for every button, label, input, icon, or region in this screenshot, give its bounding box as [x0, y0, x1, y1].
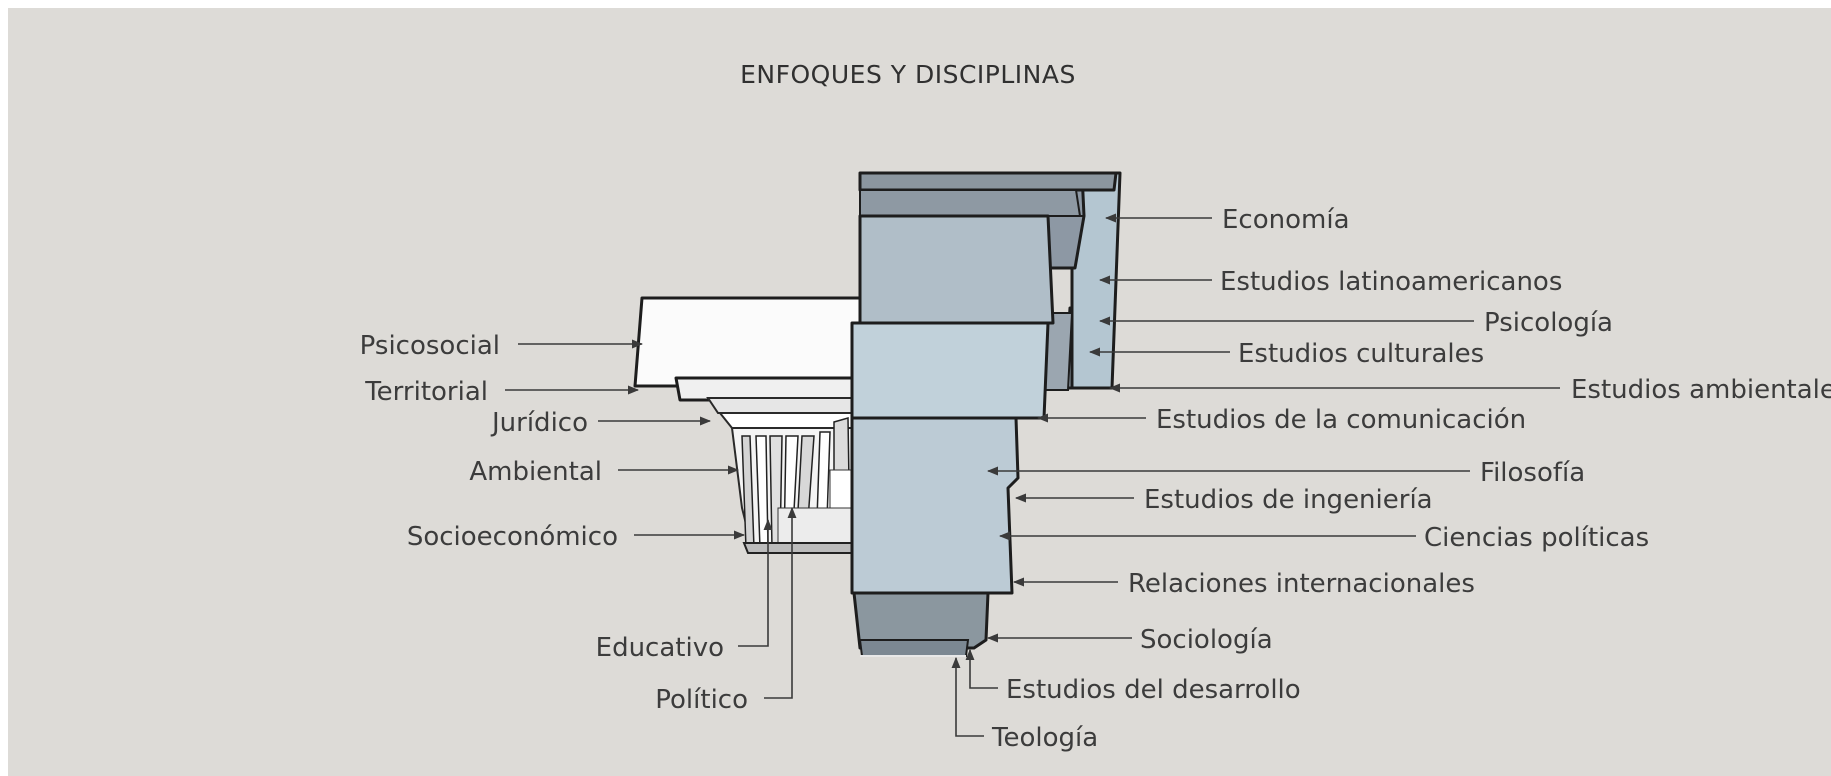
- label-estudios-ingenieria: Estudios de ingeniería: [1144, 485, 1433, 515]
- label-estudios-ambientales: Estudios ambientales: [1571, 375, 1831, 405]
- juridico-slab: [706, 397, 861, 414]
- socioeconomico-slab: [742, 542, 861, 554]
- label-territorial: Territorial: [364, 377, 488, 407]
- label-filosofia: Filosofía: [1480, 458, 1585, 488]
- territorial-slab: [674, 376, 862, 402]
- economia-top-slab: [859, 189, 1084, 217]
- label-psicologia: Psicología: [1484, 308, 1613, 338]
- label-ambiental: Ambiental: [469, 457, 602, 487]
- estudios-desarrollo-slab: [858, 639, 970, 657]
- label-estudios-culturales: Estudios culturales: [1238, 339, 1484, 369]
- label-educativo: Educativo: [596, 633, 724, 663]
- label-estudios-latinoamericanos: Estudios latinoamericanos: [1220, 267, 1562, 297]
- label-socioeconomico: Socioeconómico: [407, 522, 618, 552]
- label-estudios-comunicacion: Estudios de la comunicación: [1156, 405, 1526, 435]
- label-economia: Economía: [1222, 205, 1350, 235]
- economia-slab: [858, 171, 1118, 192]
- diagram-title: ENFOQUES Y DISCIPLINAS: [740, 60, 1076, 89]
- label-relaciones-internacionales: Relaciones internacionales: [1128, 569, 1475, 599]
- label-juridico: Jurídico: [490, 408, 588, 438]
- approaches-block: [633, 296, 862, 554]
- disciplines-diagram: ENFOQUES Y DISCIPLINAS: [360, 60, 1831, 753]
- disciplines-block: [850, 171, 1122, 657]
- main-body-lower: [850, 416, 1020, 595]
- label-ciencias-politicas: Ciencias políticas: [1424, 523, 1649, 553]
- label-psicosocial: Psicosocial: [360, 331, 500, 361]
- label-politico: Político: [655, 685, 748, 715]
- label-sociologia: Sociología: [1140, 625, 1273, 655]
- label-estudios-desarrollo: Estudios del desarrollo: [1006, 675, 1301, 705]
- disciplinas-leaders: [951, 213, 1560, 737]
- enfoques-leaders: [505, 339, 797, 699]
- main-body-mid: [850, 321, 1050, 420]
- diagram-canvas: ENFOQUES Y DISCIPLINAS: [8, 8, 1831, 776]
- psicosocial-slab: [633, 296, 862, 388]
- label-teologia: Teología: [991, 723, 1098, 753]
- sociologia-slab: [852, 591, 990, 650]
